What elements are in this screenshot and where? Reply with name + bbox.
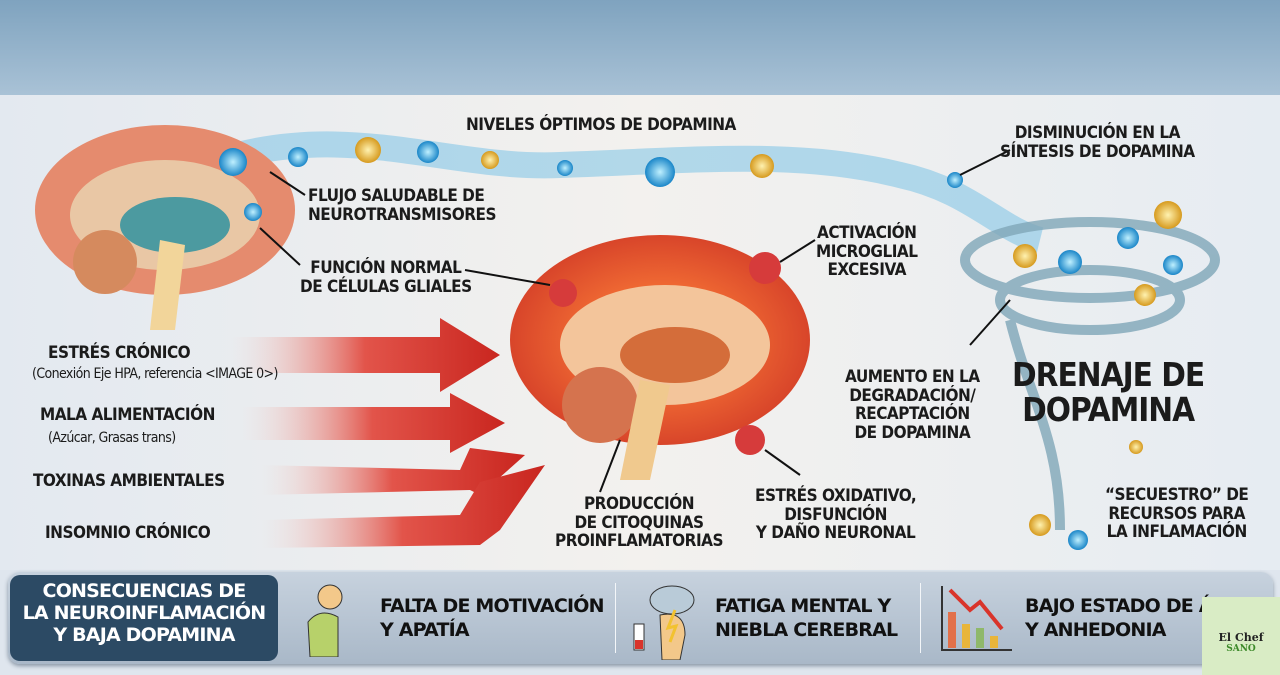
label-optimal-dopamine: NIVELES ÓPTIMOS DE DOPAMINA: [466, 115, 736, 135]
healthy-brain: [35, 125, 295, 330]
cause-poor-diet: MALA ALIMENTACIÓN: [40, 405, 215, 425]
divider: [615, 583, 616, 653]
cause-chronic-stress-sub: (Conexión Eje HPA, referencia <IMAGE 0>): [32, 366, 278, 382]
inflamed-brain: [510, 235, 810, 480]
cause-chronic-insomnia: INSOMNIO CRÓNICO: [45, 523, 211, 543]
cause-environmental-toxins: TOXINAS AMBIENTALES: [33, 471, 225, 491]
microglia-cells: [549, 252, 781, 455]
cause-arrows: [230, 318, 545, 548]
cause-chronic-stress: ESTRÉS CRÓNICO: [48, 343, 191, 363]
declining-chart-icon: [941, 586, 1012, 651]
storm-cloud-head-icon: [633, 585, 695, 660]
pointer-lines: [259, 149, 1011, 493]
divider: [920, 583, 921, 653]
dopamine-molecules: [219, 137, 1183, 550]
header-network-background: [0, 0, 1280, 95]
dopamine-drain-vortex: [960, 217, 1220, 531]
cause-poor-diet-sub: (Azúcar, Grasas trans): [48, 430, 176, 446]
tired-person-icon: [307, 584, 343, 657]
